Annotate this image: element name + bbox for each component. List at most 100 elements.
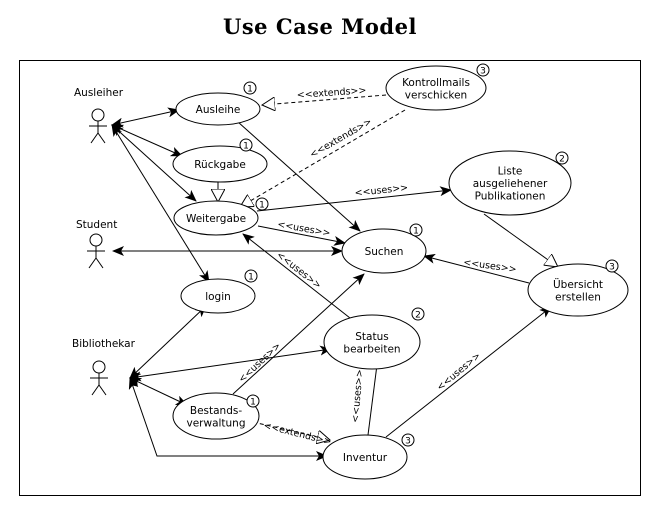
use-case-label: Inventur xyxy=(343,452,388,464)
relation-line xyxy=(240,109,406,207)
relation-liste-uebersicht-generalization xyxy=(483,213,558,267)
relation-status-weitergabe-uses: <<uses>> xyxy=(242,233,351,319)
relation-ausleiher-rueckgabe-association xyxy=(111,124,183,157)
use-case-ausleihe[interactable]: Ausleihe 1 xyxy=(175,81,261,126)
relation-line xyxy=(252,421,330,440)
use-case-ellipse xyxy=(448,150,572,216)
relation-line xyxy=(111,107,180,128)
relation-label: <<uses>> xyxy=(435,350,483,393)
svg-text:1: 1 xyxy=(248,273,254,283)
svg-text:1: 1 xyxy=(250,398,256,408)
relation-weitergabe-liste-uses: <<uses>> xyxy=(256,182,452,212)
priority-badge: 3 xyxy=(605,259,619,273)
relation-line xyxy=(232,273,365,395)
use-case-ellipse xyxy=(385,65,487,111)
use-case-ellipse xyxy=(180,278,256,314)
actor-label: Bibliothekar xyxy=(72,338,136,350)
stick-figure-icon xyxy=(87,233,105,269)
relation-line xyxy=(129,305,207,379)
relation-line xyxy=(111,124,183,157)
relation-label: <<extends>> xyxy=(296,85,366,101)
stick-figure-icon xyxy=(90,360,108,396)
use-case-label: Status xyxy=(355,331,388,343)
priority-badge: 2 xyxy=(555,151,569,165)
relation-line xyxy=(385,306,552,438)
use-case-label: Publikationen xyxy=(475,191,546,203)
relation-line xyxy=(257,225,346,246)
priority-badge: 1 xyxy=(246,394,260,408)
relation-ausleihe-suchen-uses xyxy=(237,121,361,232)
actor-ausleiher[interactable]: Ausleiher xyxy=(74,87,124,144)
use-case-login[interactable]: login 1 xyxy=(180,269,258,314)
actor-student[interactable]: Student xyxy=(76,219,117,269)
relation-bibliothekar-login-association xyxy=(129,305,207,379)
relation-uebersicht-suchen-uses: <<uses>> xyxy=(423,253,530,284)
use-case-label: ausgeliehener xyxy=(473,178,548,190)
relation-label: <<uses>> xyxy=(274,250,323,292)
relation-line xyxy=(423,253,530,284)
actor-label: Student xyxy=(76,219,117,231)
relation-bestand-inventur-extends: <<extends>> xyxy=(252,420,333,448)
actor-bibliothekar[interactable]: Bibliothekar xyxy=(72,338,136,396)
use-case-ellipse xyxy=(175,92,261,126)
relation-label: <<uses>> xyxy=(276,219,331,239)
relation-label: <<uses>> xyxy=(354,182,408,199)
use-case-rueckgabe[interactable]: Rückgabe 1 xyxy=(172,138,268,183)
priority-badge: 3 xyxy=(401,433,415,447)
relation-line xyxy=(129,345,332,382)
svg-text:1: 1 xyxy=(413,227,419,237)
svg-text:3: 3 xyxy=(480,67,486,77)
use-case-label: Rückgabe xyxy=(194,159,246,171)
actor-label: Ausleiher xyxy=(74,87,124,99)
relation-line xyxy=(483,213,558,267)
diagram-title: Use Case Model xyxy=(223,14,417,39)
use-case-ellipse xyxy=(322,434,408,480)
svg-text:1: 1 xyxy=(247,85,253,95)
use-case-label: login xyxy=(205,291,231,303)
relation-line xyxy=(367,356,382,436)
use-case-inventur[interactable]: Inventur 3 xyxy=(322,433,415,480)
relation-label: <<extends>> xyxy=(262,420,332,448)
svg-text:3: 3 xyxy=(405,437,411,447)
diagram-frame xyxy=(19,60,641,496)
use-case-label: erstellen xyxy=(555,291,601,303)
relation-line xyxy=(129,377,188,406)
relation-line xyxy=(237,121,361,232)
priority-badge: 2 xyxy=(411,307,425,321)
relation-ausleiher-ausleihe-association xyxy=(111,107,180,128)
use-case-label: Übersicht xyxy=(553,278,603,291)
priority-badge: 1 xyxy=(239,138,253,152)
priority-badge: 1 xyxy=(255,197,269,211)
svg-text:2: 2 xyxy=(559,155,565,165)
svg-text:1: 1 xyxy=(243,142,249,152)
use-case-label: Liste xyxy=(498,166,523,178)
relation-weitergabe-suchen-uses: <<uses>> xyxy=(257,219,346,246)
relation-label: <<extends>> xyxy=(308,116,374,160)
relation-kontrollmails-ausleihe-extends: <<extends>> xyxy=(262,85,387,105)
use-case-ellipse xyxy=(172,392,260,440)
use-case-label: bearbeiten xyxy=(343,343,400,355)
relation-bibliothekar-inventur-association xyxy=(128,377,328,461)
use-case-label: Ausleihe xyxy=(196,104,241,116)
use-case-label: Weitergabe xyxy=(186,213,246,225)
use-case-ellipse xyxy=(341,228,427,274)
use-case-ellipse xyxy=(527,263,629,317)
priority-badge: 1 xyxy=(243,81,257,95)
use-case-ellipse xyxy=(323,314,421,370)
use-case-label: Kontrollmails xyxy=(402,77,470,89)
use-case-ellipse xyxy=(172,145,268,183)
relation-line xyxy=(256,186,452,212)
svg-text:2: 2 xyxy=(415,311,421,321)
relation-line xyxy=(242,233,351,319)
priority-badge: 3 xyxy=(476,63,490,77)
use-case-label: verwaltung xyxy=(186,417,245,429)
use-case-label: verschicken xyxy=(405,89,467,101)
use-case-weitergabe[interactable]: Weitergabe 1 xyxy=(173,197,269,236)
